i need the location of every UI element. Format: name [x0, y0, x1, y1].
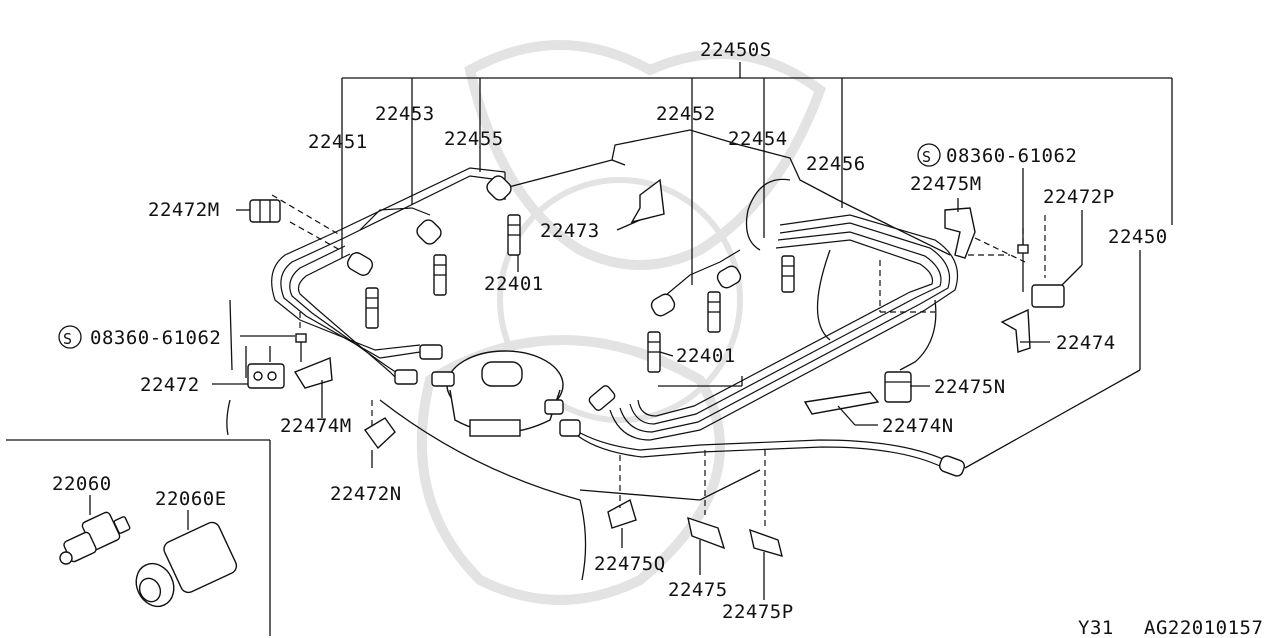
bracket-22473: [630, 178, 665, 224]
label-22475P[interactable]: 22475P: [722, 601, 794, 623]
spark-plugs: [365, 214, 795, 373]
label-22474[interactable]: 22474: [1056, 332, 1116, 354]
footer-code: AG22010157: [1144, 617, 1263, 638]
spark-plug-4: [647, 331, 661, 373]
wire-loom: [271, 167, 959, 468]
label-22475Q[interactable]: 22475Q: [594, 553, 666, 575]
clip-22475Q: [607, 498, 637, 529]
label-22475M[interactable]: 22475M: [910, 173, 982, 195]
part-labels: 22450S 22451 22453 22455 22452 22454 224…: [52, 39, 1263, 638]
label-22060[interactable]: 22060: [52, 473, 112, 495]
screw-symbol-icon: [917, 143, 941, 167]
label-bolt-top[interactable]: 08360-61062: [946, 145, 1077, 167]
spark-plug-3: [507, 214, 521, 256]
inset-panel: [6, 439, 271, 636]
label-22474N[interactable]: 22474N: [882, 415, 954, 437]
screw-symbol-text-left: S: [63, 330, 73, 348]
clip-22475P: [749, 528, 783, 558]
label-22454[interactable]: 22454: [728, 128, 788, 150]
footer-model: Y31: [1078, 617, 1114, 638]
spark-plug-2: [433, 254, 447, 296]
clips: [247, 178, 1065, 558]
clip-22475N: [884, 371, 912, 403]
clip-22472N: [363, 417, 396, 450]
bolt-left: [295, 333, 307, 362]
label-22401-upper[interactable]: 22401: [484, 273, 544, 295]
spark-plug-6: [781, 255, 795, 293]
label-22472N[interactable]: 22472N: [330, 483, 402, 505]
label-22472M[interactable]: 22472M: [148, 199, 220, 221]
spark-plug-5: [707, 291, 721, 333]
distributor-cap: [394, 344, 616, 437]
label-22475[interactable]: 22475: [668, 579, 728, 601]
label-22401-lower[interactable]: 22401: [676, 345, 736, 367]
label-22451[interactable]: 22451: [308, 131, 368, 153]
sensor-boot-22060E: [135, 521, 238, 608]
bracket-22474: [1000, 308, 1031, 353]
clip-22472: [247, 363, 285, 389]
label-22474M[interactable]: 22474M: [280, 415, 352, 437]
bracket-22474M: [293, 357, 333, 389]
bolt-top: [1017, 244, 1029, 292]
label-22455[interactable]: 22455: [444, 128, 504, 150]
leader-lines: [212, 168, 1083, 600]
label-22453[interactable]: 22453: [375, 103, 435, 125]
bracket-lines: [341, 62, 1173, 469]
clip-22475M: [944, 207, 976, 259]
label-22452[interactable]: 22452: [656, 103, 716, 125]
label-22475N[interactable]: 22475N: [934, 376, 1006, 398]
spark-plug-1: [365, 287, 379, 329]
clip-22472M: [249, 199, 281, 223]
sensor-22060: [59, 511, 131, 565]
clip-22472P: [1031, 284, 1065, 308]
label-22472[interactable]: 22472: [140, 374, 200, 396]
coil-wire-22450: [938, 455, 966, 477]
label-22450S[interactable]: 22450S: [700, 39, 772, 61]
label-bolt-left[interactable]: 08360-61062: [90, 327, 221, 349]
label-22060E[interactable]: 22060E: [155, 488, 227, 510]
engine-cover-outline: [226, 129, 951, 581]
label-22456[interactable]: 22456: [806, 153, 866, 175]
label-22473[interactable]: 22473: [540, 220, 600, 242]
label-22472P[interactable]: 22472P: [1043, 186, 1115, 208]
screw-symbol-text-top: S: [922, 148, 932, 166]
dashed-lines: [271, 194, 1046, 528]
clip-22475: [687, 516, 726, 550]
bracket-22474N: [803, 391, 880, 415]
watermark-emblem: [416, 40, 826, 605]
screw-symbol-icon: [58, 325, 82, 349]
plug-boots: [346, 175, 742, 317]
label-22450[interactable]: 22450: [1108, 226, 1168, 248]
screw-symbols: S S: [58, 143, 941, 349]
